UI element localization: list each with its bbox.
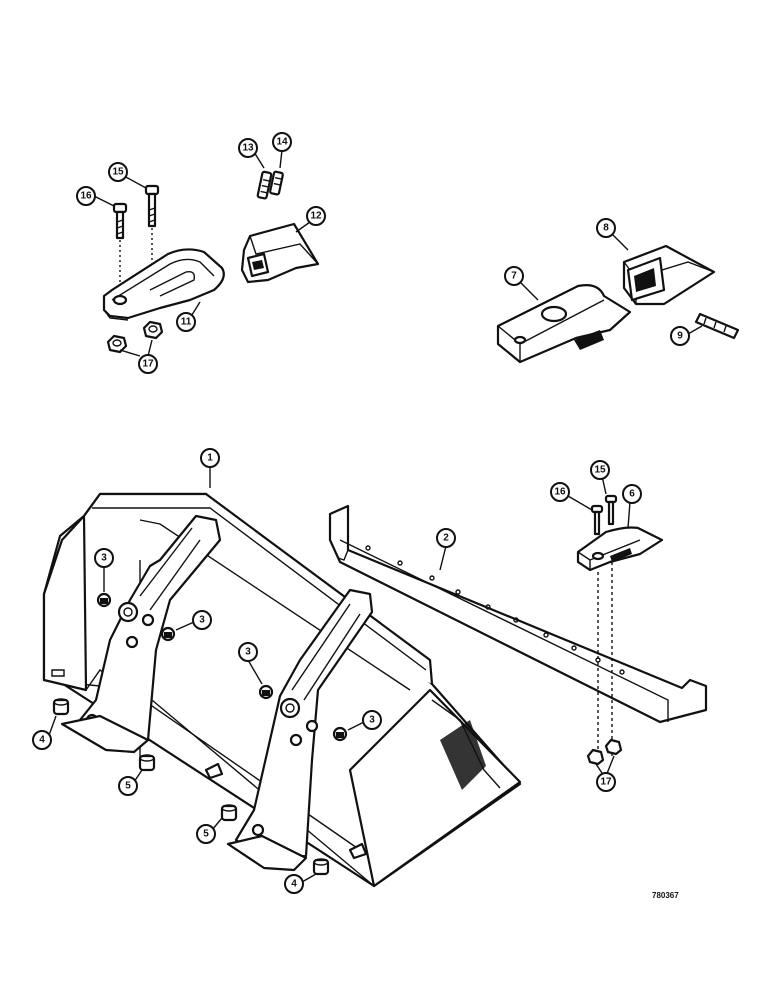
svg-text:17: 17 [142,359,154,370]
tooth-assembly-12 [240,170,320,284]
bolt-15 [144,184,160,228]
callouts: 1 2 3 3 3 3 4 4 5 5 6 7 8 9 1 [32,132,703,894]
bucket-1 [42,492,522,888]
wear-plug-3b [160,626,176,642]
bolt-16 [112,202,128,240]
adapter-11 [102,248,225,321]
callout-2: 2 [436,528,456,548]
pin-13 [256,170,273,200]
stud-4b [312,858,330,876]
nut-17-left [106,334,128,354]
callout-15b: 15 [590,460,610,480]
callout-16b: 16 [550,482,570,502]
svg-text:13: 13 [242,143,254,154]
svg-text:16: 16 [80,191,92,202]
adapter-7 [496,284,632,364]
figure-reference-number: 780367 [652,891,679,900]
nut-17-right-b [604,738,623,756]
callout-16a: 16 [76,186,96,206]
callout-4a: 4 [32,730,52,750]
stud-4a [52,698,70,716]
callout-1: 1 [200,448,220,468]
callout-5b: 5 [196,824,216,844]
callout-8: 8 [596,218,616,238]
mounting-arm-right [226,588,374,872]
callout-5a: 5 [118,776,138,796]
wear-plug-3d [332,726,348,742]
stud-5a [138,754,156,772]
tooth-8 [622,244,716,306]
tooth-assembly-right [496,244,740,364]
svg-text:16: 16 [554,487,566,498]
mounting-arm-left [60,514,222,754]
svg-text:5: 5 [125,781,131,792]
nut-17-right [142,320,164,340]
callout-3d: 3 [362,710,382,730]
svg-text:11: 11 [181,317,192,328]
svg-text:3: 3 [369,715,375,726]
tooth-12 [240,222,320,284]
wear-plug-3c [258,684,274,700]
callout-9: 9 [670,326,690,346]
adapter-assembly-right [576,494,664,766]
callout-12: 12 [306,206,326,226]
pin-9 [694,312,740,340]
callout-17a: 17 [138,354,158,374]
callout-4b: 4 [284,874,304,894]
callout-15a: 15 [108,162,128,182]
svg-text:8: 8 [603,223,609,234]
stud-5b [220,804,238,822]
svg-text:5: 5 [203,829,209,840]
callout-14: 14 [272,132,292,152]
callout-17b: 17 [596,772,616,792]
adapter-6 [576,526,664,572]
callout-11: 11 [176,312,196,332]
callout-6: 6 [622,484,642,504]
svg-text:17: 17 [600,777,612,788]
bolt-16-right [590,504,604,536]
svg-text:2: 2 [443,533,449,544]
callout-3a: 3 [94,548,114,568]
callout-3b: 3 [192,610,212,630]
svg-text:9: 9 [677,331,683,342]
svg-text:15: 15 [112,167,124,178]
svg-text:3: 3 [245,647,251,658]
pin-14 [269,170,284,196]
svg-text:1: 1 [207,453,213,464]
cutting-edge-2 [328,504,708,724]
callout-7: 7 [504,266,524,286]
svg-text:4: 4 [291,879,297,890]
svg-text:6: 6 [629,489,635,500]
svg-text:3: 3 [101,553,107,564]
wear-plug-3a [96,592,112,608]
svg-text:4: 4 [39,735,45,746]
svg-text:14: 14 [276,137,288,148]
svg-text:3: 3 [199,615,205,626]
nut-17-right-a [586,748,605,766]
callout-3c: 3 [238,642,258,662]
svg-text:12: 12 [310,211,322,222]
bolt-15-right [604,494,618,526]
cutting-edge-holes [365,545,625,675]
svg-text:7: 7 [511,271,517,282]
svg-text:15: 15 [594,465,606,476]
callout-13: 13 [238,138,258,158]
adapter-assembly-left [102,184,225,354]
